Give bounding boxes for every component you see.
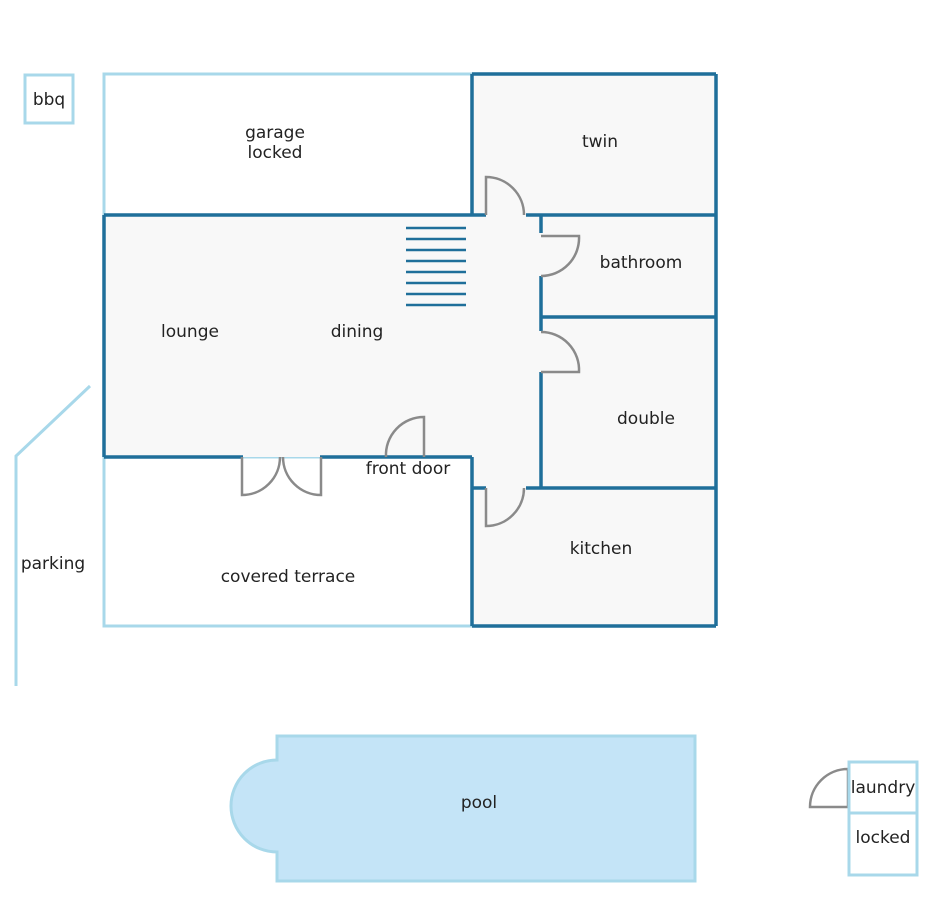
label-twin: twin xyxy=(582,132,618,152)
terrace-door-right xyxy=(281,456,323,497)
covered-terrace xyxy=(102,455,474,628)
label-front-door: front door xyxy=(366,459,450,479)
label-laundry-locked: locked xyxy=(856,828,911,848)
label-pool: pool xyxy=(461,793,497,813)
bathroom-door xyxy=(540,234,581,278)
staircase xyxy=(406,226,466,307)
bbq-area xyxy=(23,73,75,125)
laundry-door xyxy=(808,767,850,809)
label-garage: garage xyxy=(245,123,305,143)
label-garage-locked: locked xyxy=(248,143,303,163)
pool xyxy=(229,734,697,883)
label-double: double xyxy=(617,409,675,429)
label-covered-terrace: covered terrace xyxy=(221,567,356,587)
label-parking: parking xyxy=(21,554,85,574)
twin-door xyxy=(484,175,526,216)
label-lounge: lounge xyxy=(161,322,219,342)
double-door xyxy=(540,330,581,374)
terrace-door-left xyxy=(240,456,282,497)
label-dining: dining xyxy=(331,322,384,342)
label-bbq: bbq xyxy=(33,90,65,110)
kitchen-door xyxy=(484,487,526,528)
parking-boundary xyxy=(14,384,92,686)
label-bathroom: bathroom xyxy=(600,253,683,273)
front-door xyxy=(384,415,426,458)
interior-walls xyxy=(102,72,718,628)
label-laundry: laundry xyxy=(851,778,916,798)
label-kitchen: kitchen xyxy=(570,539,633,559)
laundry-storage xyxy=(847,811,919,877)
